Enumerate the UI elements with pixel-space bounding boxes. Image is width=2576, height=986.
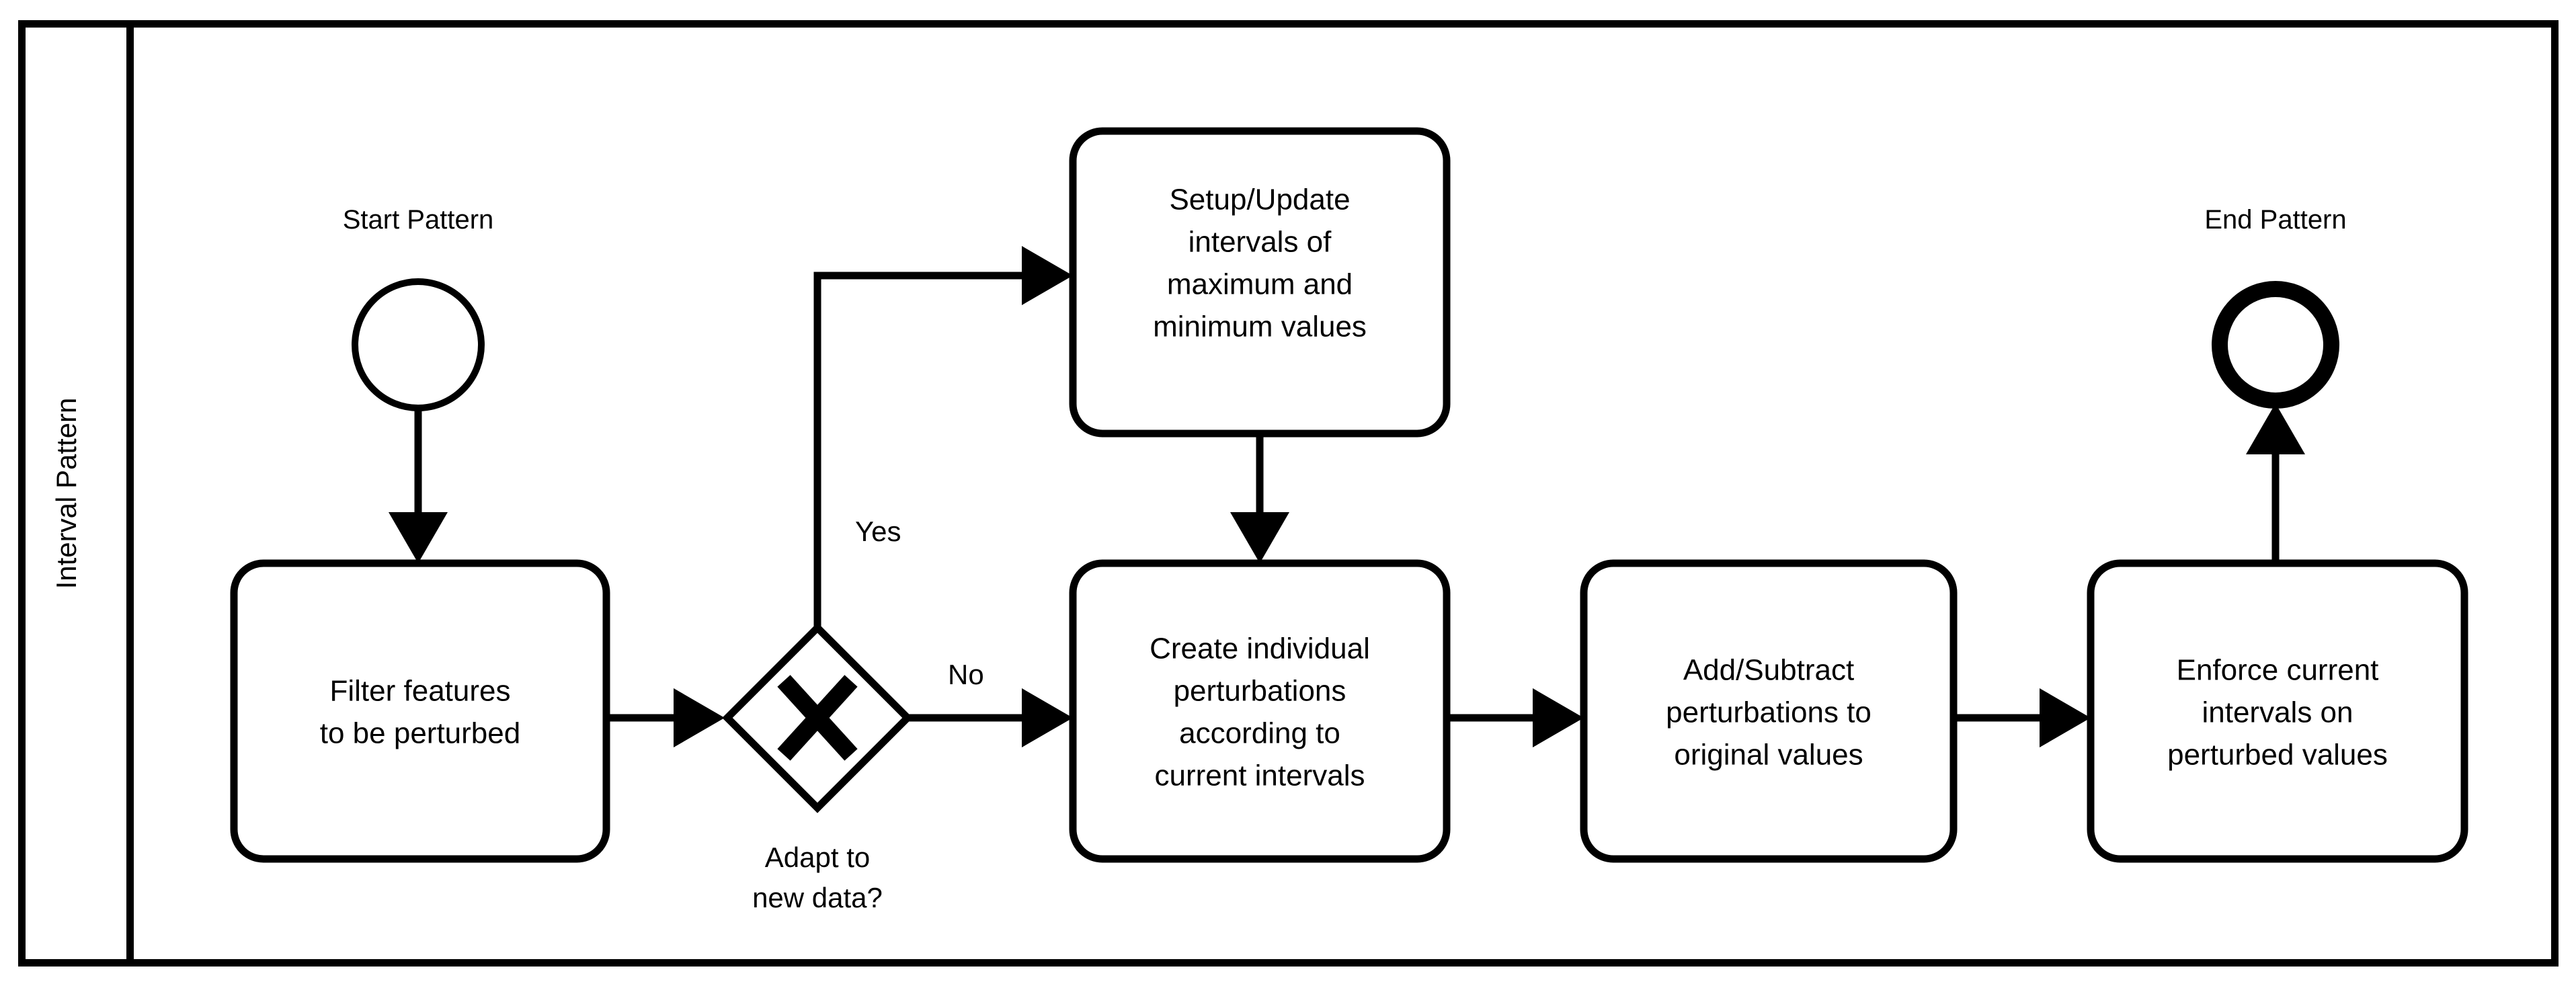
flow-label-no: No bbox=[948, 659, 984, 690]
task-create-perturbations-line-4: current intervals bbox=[1154, 759, 1365, 792]
start-event-circle[interactable] bbox=[352, 278, 485, 411]
task-enforce-intervals-line-2: intervals on bbox=[2202, 696, 2353, 729]
task-create-perturbations-line-3: according to bbox=[1179, 717, 1340, 750]
task-add-subtract-line-1: Add/Subtract bbox=[1683, 654, 1854, 687]
start-event-label: Start Pattern bbox=[343, 205, 494, 235]
end-event-label: End Pattern bbox=[2204, 205, 2346, 235]
lane-label: Interval Pattern bbox=[50, 398, 82, 589]
task-create-perturbations[interactable] bbox=[1069, 559, 1451, 863]
gateway-x-icon bbox=[777, 675, 858, 761]
task-setup-update-line-1: Setup/Update bbox=[1169, 183, 1350, 216]
arrowhead-gateway-no bbox=[1022, 688, 1073, 747]
arrowhead-start-to-filter bbox=[389, 512, 448, 563]
task-filter-features-line-2: to be perturbed bbox=[320, 717, 520, 750]
task-filter-features-line-1: Filter features bbox=[330, 675, 511, 708]
task-add-subtract-line-2: perturbations to bbox=[1666, 696, 1871, 729]
arrowhead-setup-to-create bbox=[1230, 512, 1289, 563]
arrowhead-create-to-addsubtract bbox=[1533, 688, 1584, 747]
arrowhead-enforce-to-end bbox=[2246, 403, 2305, 454]
flow-label-yes: Yes bbox=[855, 516, 901, 547]
arrowhead-gateway-yes bbox=[1022, 246, 1073, 305]
gateway-label-line-2: new data? bbox=[752, 882, 883, 913]
task-add-subtract-line-3: original values bbox=[1674, 739, 1863, 772]
end-event-circle[interactable] bbox=[2212, 281, 2339, 409]
task-create-perturbations-line-1: Create individual bbox=[1150, 632, 1370, 665]
pool-border bbox=[18, 20, 2559, 967]
task-enforce-intervals-line-3: perturbed values bbox=[2167, 739, 2388, 772]
gateway-label-line-1: Adapt to bbox=[765, 841, 870, 873]
task-setup-update-line-3: maximum and bbox=[1167, 268, 1353, 301]
task-create-perturbations-line-2: perturbations bbox=[1174, 675, 1346, 708]
task-setup-update-line-2: intervals of bbox=[1189, 226, 1332, 259]
arrowhead-addsubtract-to-enforce bbox=[2040, 688, 2091, 747]
arrowhead-filter-to-gateway bbox=[674, 688, 725, 747]
task-enforce-intervals-line-1: Enforce current bbox=[2177, 654, 2379, 687]
task-add-subtract-perturbations[interactable] bbox=[1580, 559, 1958, 863]
task-filter-features[interactable] bbox=[230, 559, 610, 863]
task-setup-update-line-4: minimum values bbox=[1153, 311, 1367, 343]
flow-gateway-yes bbox=[813, 272, 1047, 628]
